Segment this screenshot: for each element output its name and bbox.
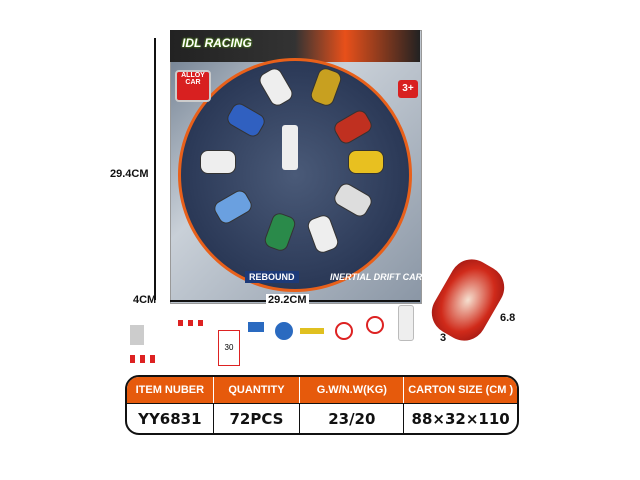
carton-size: 88×32×110 <box>404 403 517 433</box>
car-display-disc <box>178 58 412 292</box>
barrier-accessory <box>130 325 144 345</box>
toy-car <box>348 150 384 174</box>
car-length-label: 6.8 <box>500 312 516 324</box>
alloy-car-badge: ALLOY CAR <box>175 70 211 102</box>
quantity: 72PCS <box>213 403 301 433</box>
height-label: 29.4CM <box>110 168 149 180</box>
roundabout-sign <box>275 322 293 340</box>
toy-car <box>200 150 236 174</box>
product-spec-table: ITEM NUBER QUANTITY G.W/N.W(KG) CARTON S… <box>125 375 519 435</box>
traffic-light-accessory <box>282 125 298 170</box>
speed-sign: 30 <box>218 330 240 366</box>
rebound-label: REBOUND <box>245 271 299 283</box>
direction-sign <box>300 328 324 334</box>
depth-label: 4CM <box>133 294 157 306</box>
no-entry-sign <box>366 316 384 334</box>
header-quantity: QUANTITY <box>213 377 301 403</box>
header-item-number: ITEM NUBER <box>127 377 214 403</box>
header-carton-size: CARTON SIZE (CM ) <box>404 377 517 403</box>
package-subtitle: INERTIAL DRIFT CAR <box>330 272 423 282</box>
height-arrow <box>154 38 156 300</box>
brand-logo: IDL RACING <box>182 36 252 50</box>
info-sign <box>248 322 264 332</box>
no-parking-sign <box>335 322 353 340</box>
traffic-light-accessory <box>398 305 414 341</box>
weight: 23/20 <box>300 403 405 433</box>
age-badge: 3+ <box>398 80 418 98</box>
gate-accessory <box>178 320 208 326</box>
header-weight: G.W/N.W(KG) <box>300 377 405 403</box>
width-label: 29.2CM <box>266 294 309 306</box>
item-number: YY6831 <box>127 403 214 433</box>
car-width-label: 3 <box>440 332 447 344</box>
toy-car-sample <box>423 251 513 349</box>
package-banner <box>170 30 420 62</box>
roadblock-accessory <box>130 355 160 363</box>
